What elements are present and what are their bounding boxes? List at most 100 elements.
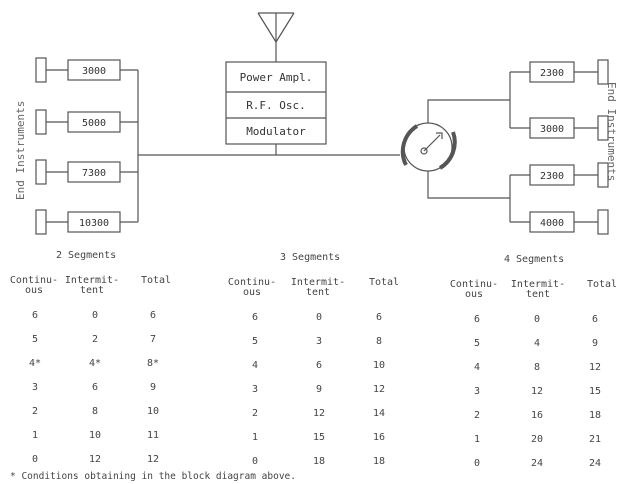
table-cell: 6 xyxy=(315,360,323,371)
table-cell: 0 xyxy=(31,454,39,465)
table-cell: 12 xyxy=(588,362,602,373)
table-cell: 8 xyxy=(375,336,383,347)
table-title: 4 Segments xyxy=(504,254,565,265)
right-unit-1 xyxy=(529,59,609,85)
column-header: Total xyxy=(140,275,172,286)
column-header: Total xyxy=(368,277,400,288)
table-cell: 2 xyxy=(31,406,39,417)
table-cell: 4* xyxy=(88,358,102,369)
table-cell: 0 xyxy=(251,456,259,467)
column-header: Intermit- tent xyxy=(510,279,566,300)
table-cell: 16 xyxy=(530,410,544,421)
left-end-instruments-label: End Instruments xyxy=(14,101,27,200)
right-unit-3 xyxy=(529,162,609,188)
table-cell: 1 xyxy=(473,434,481,445)
column-header: Continu- ous xyxy=(227,277,277,298)
table-cell: 6 xyxy=(473,314,481,325)
table-cell: 8 xyxy=(91,406,99,417)
modulator-label: Modulator xyxy=(246,125,306,138)
table-cell: 12 xyxy=(146,454,160,465)
left-box-label: 7300 xyxy=(82,168,106,179)
left-box-label: 5000 xyxy=(82,118,106,129)
table-cell: 1 xyxy=(31,430,39,441)
antenna-icon xyxy=(257,12,295,62)
rf-osc-label: R.F. Osc. xyxy=(246,99,306,112)
table-cell: 12 xyxy=(530,386,544,397)
table-cell: 9 xyxy=(149,382,157,393)
table-cell: 2 xyxy=(251,408,259,419)
table-cell: 10 xyxy=(372,360,386,371)
column-header: Continu- ous xyxy=(449,279,499,300)
table-cell: 12 xyxy=(88,454,102,465)
table-cell: 2 xyxy=(91,334,99,345)
left-unit-1 xyxy=(35,57,138,83)
table-cell: 6 xyxy=(375,312,383,323)
table-cell: 24 xyxy=(530,458,544,469)
table-cell: 9 xyxy=(315,384,323,395)
table-cell: 16 xyxy=(372,432,386,443)
right-unit-2 xyxy=(529,115,609,141)
column-header: Intermit- tent xyxy=(290,277,346,298)
right-box-label: 3000 xyxy=(540,124,564,135)
table-cell: 3 xyxy=(315,336,323,347)
table-cell: 11 xyxy=(146,430,160,441)
table-cell: 3 xyxy=(31,382,39,393)
column-header: Continu- ous xyxy=(9,275,59,296)
right-box-label: 4000 xyxy=(540,218,564,229)
table-cell: 12 xyxy=(372,384,386,395)
table-cell: 21 xyxy=(588,434,602,445)
table-cell: 12 xyxy=(312,408,326,419)
table-cell: 8* xyxy=(146,358,160,369)
table-cell: 10 xyxy=(146,406,160,417)
table-cell: 3 xyxy=(473,386,481,397)
table-cell: 8 xyxy=(533,362,541,373)
power-ampl-label: Power Ampl. xyxy=(240,71,313,84)
table-cell: 0 xyxy=(533,314,541,325)
table-cell: 18 xyxy=(372,456,386,467)
column-header: Intermit- tent xyxy=(64,275,120,296)
table-cell: 18 xyxy=(588,410,602,421)
table-cell: 15 xyxy=(588,386,602,397)
table-cell: 1 xyxy=(251,432,259,443)
table-cell: 6 xyxy=(251,312,259,323)
table-cell: 10 xyxy=(88,430,102,441)
table-cell: 24 xyxy=(588,458,602,469)
commutator-switch-icon xyxy=(400,122,457,172)
table-cell: 6 xyxy=(91,382,99,393)
table-cell: 2 xyxy=(473,410,481,421)
left-unit-3 xyxy=(35,159,138,185)
table-cell: 15 xyxy=(312,432,326,443)
table-cell: 14 xyxy=(372,408,386,419)
right-unit-4 xyxy=(529,209,609,235)
right-end-instruments-label: End Instruments xyxy=(605,82,618,181)
table-cell: 18 xyxy=(312,456,326,467)
left-unit-4 xyxy=(35,209,138,235)
column-header: Total xyxy=(586,279,618,290)
table-cell: 3 xyxy=(251,384,259,395)
table-cell: 7 xyxy=(149,334,157,345)
table-cell: 9 xyxy=(591,338,599,349)
footnote: * Conditions obtaining in the block diag… xyxy=(10,471,296,482)
table-cell: 6 xyxy=(31,310,39,321)
table-cell: 20 xyxy=(530,434,544,445)
table-cell: 0 xyxy=(91,310,99,321)
table-cell: 6 xyxy=(591,314,599,325)
left-box-label: 3000 xyxy=(82,66,106,77)
left-box-label: 10300 xyxy=(79,218,109,229)
right-box-label: 2300 xyxy=(540,68,564,79)
block-diagram: Power Ampl. R.F. Osc. Modulator 3000 500… xyxy=(14,12,618,235)
left-unit-2 xyxy=(35,109,138,135)
table-cell: 4 xyxy=(251,360,259,371)
table-cell: 0 xyxy=(315,312,323,323)
table-title: 3 Segments xyxy=(280,252,341,263)
table-cell: 0 xyxy=(473,458,481,469)
table-cell: 5 xyxy=(473,338,481,349)
table-cell: 4* xyxy=(28,358,42,369)
table-cell: 4 xyxy=(533,338,541,349)
table-cell: 5 xyxy=(31,334,39,345)
right-box-label: 2300 xyxy=(540,171,564,182)
table-title: 2 Segments xyxy=(56,250,117,261)
table-cell: 4 xyxy=(473,362,481,373)
table-cell: 6 xyxy=(149,310,157,321)
table-cell: 5 xyxy=(251,336,259,347)
